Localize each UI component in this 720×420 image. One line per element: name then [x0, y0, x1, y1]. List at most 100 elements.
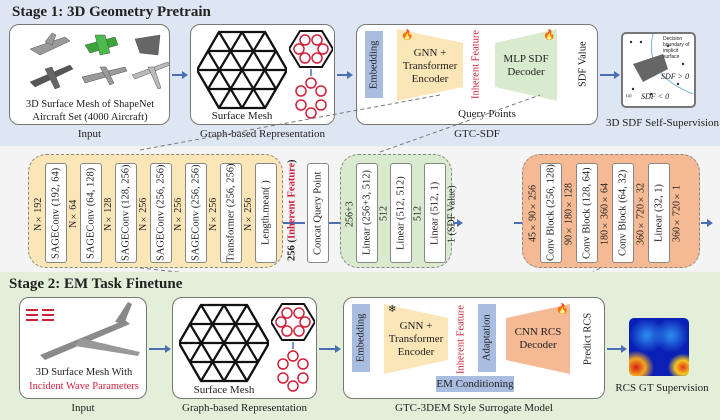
- encoder-shape: [397, 29, 463, 101]
- layer-label: SAGEConv (64, 128): [85, 167, 97, 259]
- encoder-line: Encoder: [411, 73, 449, 85]
- flame-icon: 🔥: [556, 304, 569, 315]
- dimension-label: 512: [378, 206, 390, 222]
- inherent-feature-label: Inherent Feature: [455, 304, 467, 374]
- airliner-image: [26, 302, 140, 360]
- layer-label: Length.mean( ): [260, 180, 272, 246]
- encoder-line: Transformer: [402, 60, 458, 72]
- dimension-label: 1 (SDF Value): [446, 185, 458, 243]
- dimension-label: 45×90×256: [527, 185, 539, 243]
- concat-query-point-label: Concat Query Point: [312, 171, 324, 255]
- layer-label: Linear (32, 1): [653, 183, 665, 243]
- sdf-negative-label: SDF < 0: [641, 92, 670, 101]
- dimension-label: N×256: [138, 197, 149, 231]
- stage2-input-box: 3D Surface Mesh With Incident Wave Param…: [19, 297, 147, 399]
- sdf-value-label: SDF Value: [577, 41, 589, 87]
- layer-label: Conv Block (64, 32): [617, 169, 629, 257]
- sdf-boundary-plot: [629, 34, 694, 96]
- decoder-line: Decoder: [507, 66, 545, 78]
- embedding-block: [365, 31, 383, 98]
- decoder-shape: [495, 29, 557, 101]
- embedding-label: Embedding: [368, 40, 380, 89]
- rcs-supervision-caption: RCS GT Supervision: [615, 382, 709, 394]
- layer-block: Linear (256+3, 512): [356, 163, 378, 263]
- adaptation-block: [478, 304, 496, 372]
- snowflake-icon: ❄: [388, 304, 397, 315]
- gtc-3dem-caption: GTC-3DEM Style Surrogate Model: [395, 402, 553, 414]
- arrow-icon: [600, 71, 620, 79]
- cnn-decoder-shape: [506, 304, 570, 374]
- layer-label: SAGEConv (128, 256): [120, 164, 132, 262]
- input-description-line1: 3D Surface Mesh With: [35, 367, 133, 378]
- layer-block: Linear (512, 512): [390, 163, 412, 263]
- dimension-label: 180×360×64: [599, 183, 611, 245]
- flame-icon: 🔥: [543, 30, 556, 41]
- layer-label: SAGEConv (256, 256): [190, 164, 202, 262]
- decoder-line: Decoder: [519, 339, 557, 351]
- arrow-icon: [701, 219, 713, 227]
- embedding-block: [352, 304, 370, 372]
- stage1-graph-box: Surface Mesh: [190, 24, 335, 125]
- dimension-label: N×256: [173, 197, 184, 231]
- dimension-label: 360×720×1: [671, 185, 683, 243]
- gtc-sdf-caption: GTC-SDF: [454, 128, 500, 140]
- arrow-icon: [172, 71, 188, 79]
- connector-line: [283, 222, 305, 224]
- feature-dim-red: Inherent Feature: [286, 162, 298, 239]
- surface-mesh-label: Surface Mesh: [193, 384, 255, 396]
- connector-line: [329, 222, 341, 224]
- input-caption: Input: [71, 402, 95, 414]
- arrow-icon: [319, 345, 341, 353]
- dimension-label: 256+3: [344, 201, 356, 227]
- graph-nodes-icon: [289, 30, 333, 119]
- layer-block: Linear (32, 1): [648, 163, 670, 263]
- layer-block: Length.mean( ): [255, 163, 277, 263]
- em-conditioning-block: EM Conditioning: [436, 376, 514, 392]
- layer-block: SAGEConv (64, 128): [80, 163, 102, 263]
- aircraft-set-image: [29, 32, 170, 90]
- arrow-icon: [607, 345, 627, 353]
- graph-caption: Graph-based Representation: [182, 402, 307, 414]
- input-description-line2: Incident Wave Parameters: [29, 381, 139, 392]
- dimension-label: N×192: [33, 197, 44, 231]
- stage1-title: Stage 1: 3D Geometry Pretrain: [12, 4, 211, 20]
- layer-label: Transformer (256, 256): [225, 163, 237, 263]
- decoder-line: CNN RCS: [514, 326, 562, 338]
- layer-label: Conv Block (256, 128): [545, 164, 557, 262]
- dimension-label: 512: [412, 206, 424, 222]
- arrow-icon: [453, 219, 463, 227]
- stage1-panel: Stage 1: 3D Geometry Pretrain 3D Surface…: [0, 0, 720, 146]
- adaptation-label: Adaptation: [481, 314, 493, 362]
- layer-label: Linear (512, 1): [429, 181, 441, 245]
- concat-query-point-block: [307, 163, 329, 263]
- encoder-line: GNN +: [399, 320, 433, 332]
- dimension-label: N×256: [243, 197, 254, 231]
- surface-mesh-icon: [197, 30, 287, 110]
- input-description-line1: 3D Surface Mesh of ShapeNet: [25, 99, 155, 110]
- inherent-feature-label: Inherent Feature: [470, 29, 482, 99]
- layer-label: SAGEConv (256, 256): [155, 164, 167, 262]
- layer-block: Conv Block (64, 32): [612, 163, 634, 263]
- input-description-line2: Aircraft Set (4000 Aircraft): [32, 112, 148, 123]
- sdf-positive-label: SDF > 0: [661, 72, 690, 81]
- feature-dim-num: 256 (: [286, 238, 298, 261]
- encoder-line: Encoder: [397, 346, 435, 358]
- surface-mesh-icon: [179, 303, 269, 383]
- stage1-input-box: 3D Surface Mesh of ShapeNet Aircraft Set…: [9, 24, 170, 125]
- layer-block: SAGEConv (256, 256): [150, 163, 172, 263]
- sdf-plot: Decision boundary of implicit surface SD…: [621, 32, 696, 108]
- graph-nodes-icon: [271, 303, 315, 392]
- layer-block: SAGEConv (192, 64): [45, 163, 67, 263]
- embedding-label: Embedding: [355, 313, 367, 363]
- dimension-label: 360×720×32: [635, 183, 647, 245]
- stage2-panel: Stage 2: EM Task Finetune 3D Surface Mes…: [0, 272, 720, 420]
- input-caption: Input: [77, 128, 102, 140]
- layer-block: Linear (512, 1): [424, 163, 446, 263]
- flame-icon: 🔥: [401, 30, 414, 41]
- inherent-feature-dim: 256 (Inherent Feature): [284, 156, 300, 264]
- layer-block: SAGEConv (256, 256): [185, 163, 207, 263]
